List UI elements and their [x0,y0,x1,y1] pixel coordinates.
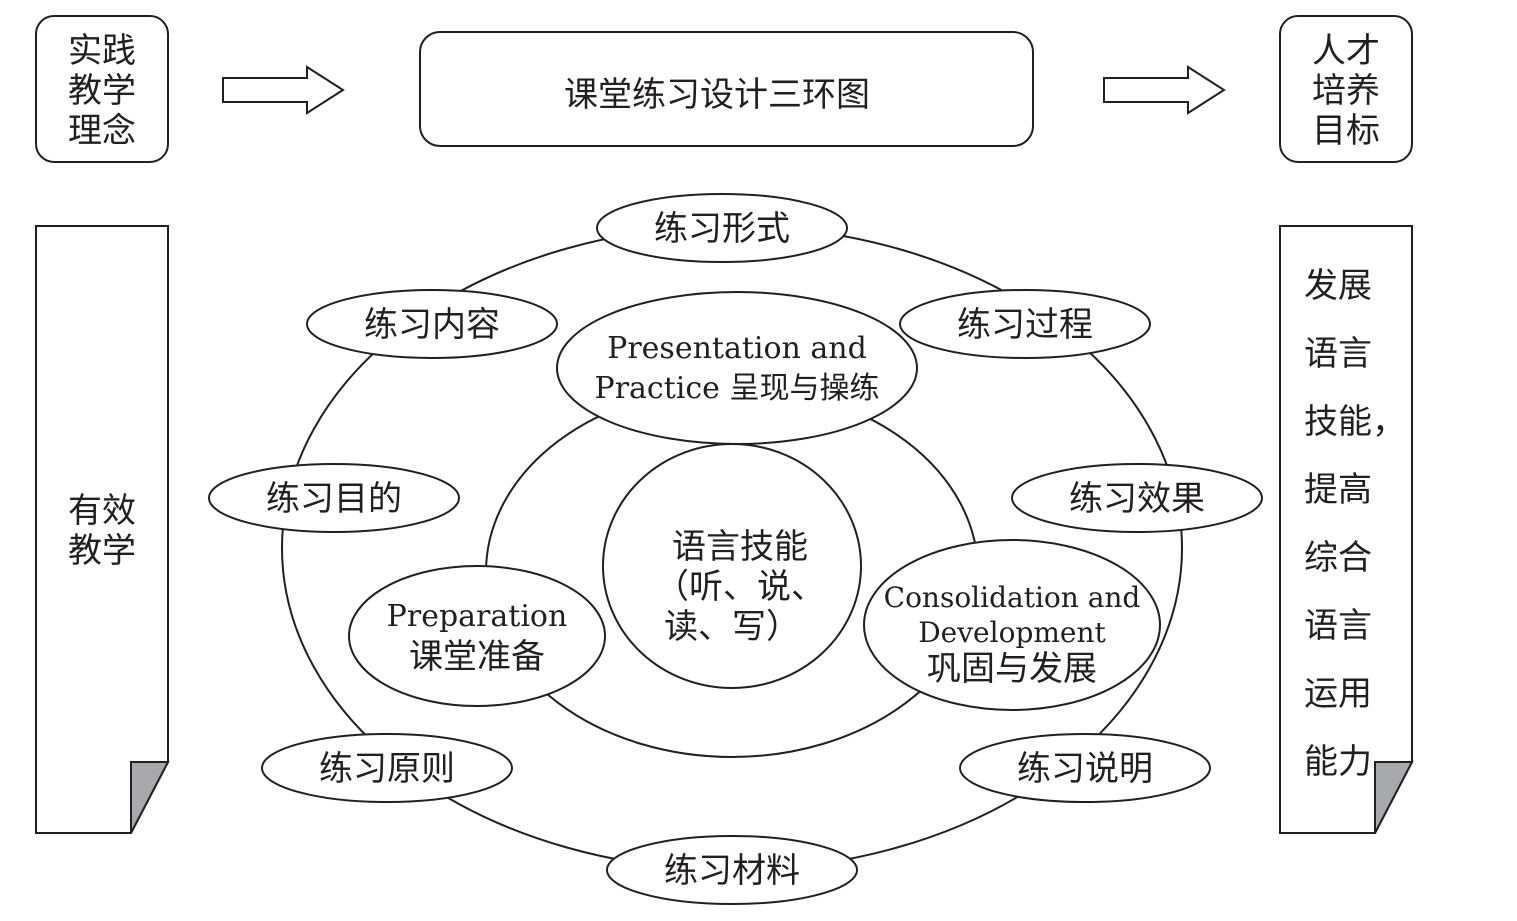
box-line: 实践 [68,31,136,71]
item-label: 练习目的 [266,479,402,519]
stage-line: Preparation [387,599,568,634]
page-fold-icon [130,761,170,834]
scroll-line: 综合 [1304,538,1372,578]
stage-line: 巩固与发展 [927,649,1097,689]
goal-scroll: 发展 语言 技能， 提高 综合 语言 运用 能力 [1279,225,1414,834]
item-label: 练习材料 [664,851,800,891]
item-label: 练习过程 [957,305,1093,345]
right-arrow-icon [1103,65,1226,115]
box-line: 目标 [1312,111,1380,151]
scroll-line: 语言 [1304,334,1372,374]
practice-philosophy-box: 实践 教学 理念 [35,15,169,163]
item-label: 练习内容 [364,305,500,345]
box-line: 人才 [1312,31,1380,71]
outer-item-process: 练习过程 [899,289,1151,359]
scroll-line: 技能， [1304,402,1406,442]
stage-line: Development [918,616,1106,649]
core-line: 读、写） [664,607,800,647]
diagram-title: 课堂练习设计三环图 [564,75,870,115]
box-line: 培养 [1312,71,1380,111]
scroll-line: 教学 [68,531,136,571]
stage-line: Consolidation and [884,581,1141,614]
item-label: 练习说明 [1017,749,1153,789]
item-label: 练习效果 [1069,479,1205,519]
talent-goal-box: 人才 培养 目标 [1279,15,1413,163]
right-arrow-icon [222,65,345,115]
core-line: 语言技能 [672,527,808,567]
stage-consolidation: Consolidation and Development 巩固与发展 [863,539,1161,711]
outer-item-instruction: 练习说明 [959,733,1211,803]
box-line: 理念 [68,111,136,151]
outer-item-principle: 练习原则 [261,733,513,803]
stage-line: Presentation and [607,331,867,366]
stage-line: 课堂准备 [409,637,545,677]
page-fold-icon [1374,761,1414,834]
title-box: 课堂练习设计三环图 [419,31,1034,147]
outer-item-content: 练习内容 [306,289,558,359]
scroll-line: 语言 [1304,606,1372,646]
outer-item-form: 练习形式 [596,193,848,263]
stage-line: Practice 呈现与操练 [595,371,880,406]
scroll-line: 发展 [1304,266,1372,306]
stage-preparation: Preparation 课堂准备 [348,565,606,707]
scroll-line: 运用 [1304,674,1372,714]
effective-teaching-scroll: 有效 教学 [35,225,170,834]
item-label: 练习形式 [654,209,790,249]
item-label: 练习原则 [319,749,455,789]
core-line: （听、说、 [655,567,825,607]
scroll-line: 能力 [1304,742,1372,782]
scroll-line: 有效 [68,491,136,531]
scroll-line: 提高 [1304,470,1372,510]
outer-item-material: 练习材料 [606,835,858,905]
stage-presentation: Presentation and Practice 呈现与操练 [556,291,918,445]
outer-item-effect: 练习效果 [1011,463,1263,533]
outer-item-purpose: 练习目的 [208,463,460,533]
box-line: 教学 [68,71,136,111]
core-language-skills: 语言技能 （听、说、 读、写） [602,443,862,689]
